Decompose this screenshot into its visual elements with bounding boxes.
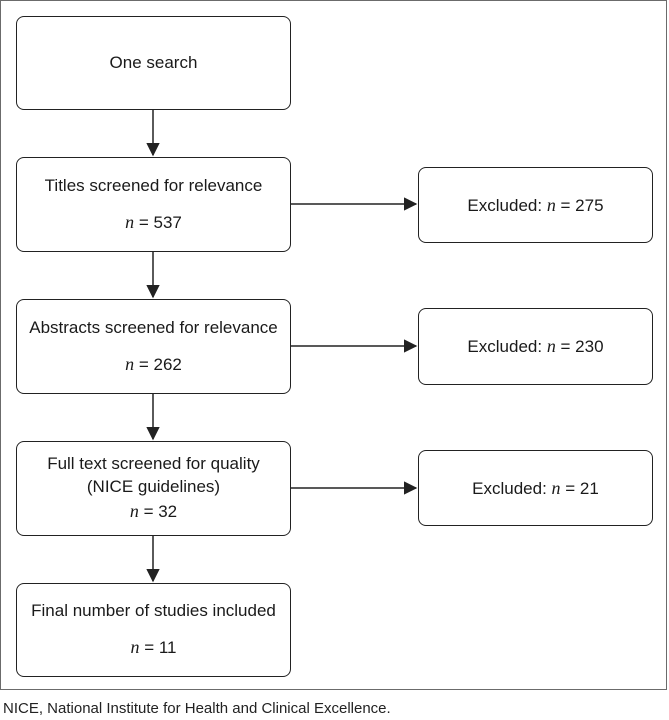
excluded-abstracts: Excluded: n = 230 bbox=[418, 308, 653, 385]
excluded-label: Excluded: n = 21 bbox=[472, 477, 599, 498]
step-abstracts-screened: Abstracts screened for relevance n = 262 bbox=[16, 299, 291, 394]
step-label: Full text screened for quality bbox=[47, 454, 260, 474]
excluded-label: Excluded: n = 275 bbox=[467, 194, 604, 215]
step-count: n = 537 bbox=[125, 211, 182, 232]
step-count: n = 32 bbox=[129, 500, 178, 521]
step-label: Titles screened for relevance bbox=[44, 175, 263, 195]
excluded-titles: Excluded: n = 275 bbox=[418, 167, 653, 243]
step-label: Abstracts screened for relevance bbox=[29, 317, 278, 337]
excluded-fulltext: Excluded: n = 21 bbox=[418, 450, 653, 526]
step-count: n = 262 bbox=[125, 353, 182, 374]
step-sublabel: (NICE guidelines) bbox=[86, 477, 221, 497]
footnote: NICE, National Institute for Health and … bbox=[3, 700, 391, 717]
excluded-label: Excluded: n = 230 bbox=[467, 336, 604, 357]
step-final-included: Final number of studies included n = 11 bbox=[16, 583, 291, 677]
flowchart-frame bbox=[0, 0, 667, 690]
step-titles-screened: Titles screened for relevance n = 537 bbox=[16, 157, 291, 252]
step-fulltext-screened: Full text screened for quality (NICE gui… bbox=[16, 441, 291, 536]
step-label: Final number of studies included bbox=[31, 601, 276, 621]
flow-arrows bbox=[146, 109, 418, 583]
step-label: One search bbox=[109, 52, 198, 72]
step-count: n = 11 bbox=[130, 637, 177, 657]
step-one-search: One search bbox=[16, 16, 291, 110]
